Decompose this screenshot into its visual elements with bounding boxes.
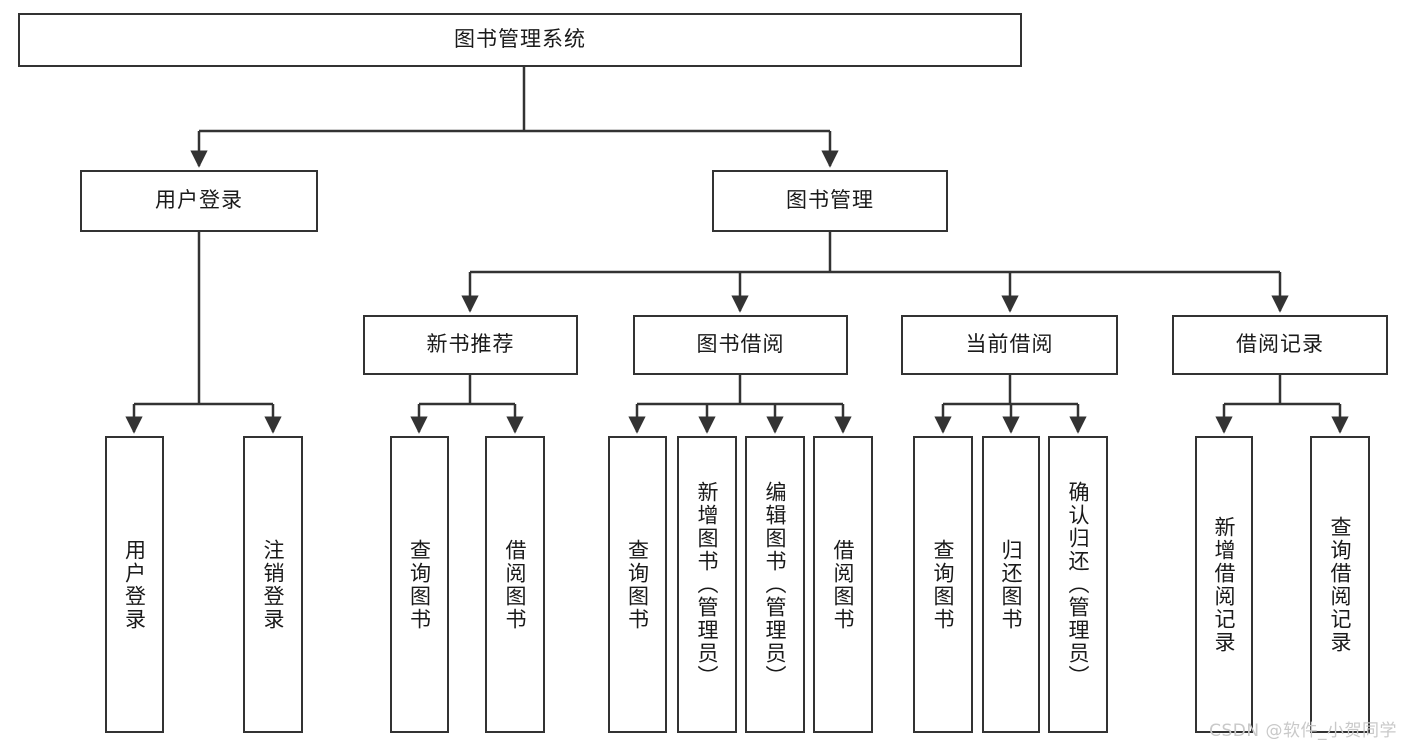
leaf-logout-login-label: 注销登录 <box>261 538 285 631</box>
leaf-borrow-book-2-label: 借阅图书 <box>831 538 855 631</box>
leaf-query-book-1[interactable]: 查询图书 <box>390 436 449 733</box>
leaf-borrow-book-1-label: 借阅图书 <box>503 538 527 631</box>
node-current-borrow-label: 当前借阅 <box>965 332 1054 357</box>
node-new-book-recommend[interactable]: 新书推荐 <box>363 315 578 375</box>
leaf-return-book[interactable]: 归还图书 <box>982 436 1040 733</box>
node-root[interactable]: 图书管理系统 <box>18 13 1022 67</box>
node-user-login-label: 用户登录 <box>155 188 243 213</box>
leaf-confirm-return[interactable]: 确认归还（管理员） <box>1048 436 1108 733</box>
node-borrow-record-label: 借阅记录 <box>1236 332 1324 357</box>
leaf-return-book-label: 归还图书 <box>999 538 1023 631</box>
node-book-management[interactable]: 图书管理 <box>712 170 948 232</box>
node-borrow-record[interactable]: 借阅记录 <box>1172 315 1388 375</box>
leaf-edit-book[interactable]: 编辑图书（管理员） <box>745 436 805 733</box>
leaf-query-book-1-label: 查询图书 <box>407 538 432 631</box>
leaf-query-book-2-label: 查询图书 <box>625 538 650 631</box>
leaf-query-book-3[interactable]: 查询图书 <box>913 436 973 733</box>
node-root-label: 图书管理系统 <box>454 27 586 52</box>
leaf-add-book[interactable]: 新增图书（管理员） <box>677 436 737 733</box>
node-user-login[interactable]: 用户登录 <box>80 170 318 232</box>
leaf-query-book-3-label: 查询图书 <box>931 538 955 631</box>
leaf-confirm-return-label: 确认归还（管理员） <box>1066 481 1090 688</box>
node-book-borrow-label: 图书借阅 <box>696 332 785 357</box>
node-current-borrow[interactable]: 当前借阅 <box>901 315 1118 375</box>
leaf-add-record[interactable]: 新增借阅记录 <box>1195 436 1253 733</box>
leaf-user-login-label: 用户登录 <box>122 538 147 631</box>
leaf-edit-book-label: 编辑图书（管理员） <box>763 481 787 688</box>
leaf-add-record-label: 新增借阅记录 <box>1212 515 1236 654</box>
leaf-borrow-book-2[interactable]: 借阅图书 <box>813 436 873 733</box>
leaf-add-book-label: 新增图书（管理员） <box>695 481 719 688</box>
watermark-text: CSDN @软件_小贺同学 <box>1209 721 1397 741</box>
leaf-query-record[interactable]: 查询借阅记录 <box>1310 436 1370 733</box>
leaf-query-book-2[interactable]: 查询图书 <box>608 436 667 733</box>
node-new-book-recommend-label: 新书推荐 <box>426 332 515 357</box>
leaf-user-login[interactable]: 用户登录 <box>105 436 164 733</box>
node-book-borrow[interactable]: 图书借阅 <box>633 315 848 375</box>
leaf-borrow-book-1[interactable]: 借阅图书 <box>485 436 545 733</box>
leaf-logout-login[interactable]: 注销登录 <box>243 436 303 733</box>
leaf-query-record-label: 查询借阅记录 <box>1328 515 1352 654</box>
node-book-management-label: 图书管理 <box>786 188 874 213</box>
